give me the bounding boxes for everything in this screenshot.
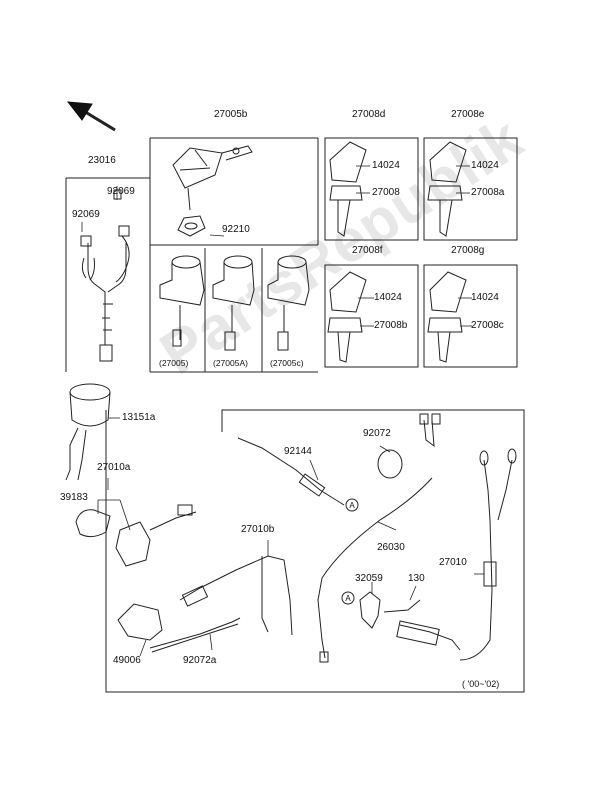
cap-13151a [66, 384, 110, 480]
label-92072: 92072 [363, 428, 391, 439]
model-year-note: ( '00~'02) [462, 679, 500, 689]
label-49006: 49006 [113, 655, 141, 666]
label-13151a: 13151a [122, 412, 156, 423]
label-27008b: 27008b [374, 320, 408, 331]
callout-letter-1: A [349, 501, 355, 510]
label-14024-g: 14024 [471, 292, 499, 303]
label-27008d: 27008d [352, 109, 386, 120]
label-27010: 27010 [439, 557, 467, 568]
label-14024-f: 14024 [374, 292, 402, 303]
label-14024-e: 14024 [471, 160, 499, 171]
label-92144: 92144 [284, 446, 312, 457]
cable-26030 [318, 478, 432, 662]
label-27005-variant: (27005) [159, 358, 189, 368]
leader-lines [82, 166, 484, 656]
key-27008g [428, 272, 466, 362]
key-27008e [428, 142, 466, 236]
label-39183: 39183 [60, 492, 88, 503]
panel-harness-border [66, 178, 150, 372]
clamp-39183 [76, 510, 110, 537]
tie-92072a [150, 618, 240, 652]
switch-body-27005c [268, 256, 309, 350]
label-27005b: 27005b [214, 109, 248, 120]
panel-main-border [106, 410, 524, 692]
callout-letter-2: A [345, 594, 351, 603]
clamp-92072 [378, 414, 440, 478]
key-27008d [330, 142, 366, 236]
label-23016: 23016 [88, 155, 116, 166]
panel-key-e-border [424, 138, 517, 240]
cable-27010b [180, 556, 292, 635]
label-26030: 26030 [377, 542, 405, 553]
label-14024-d: 14024 [372, 160, 400, 171]
label-27008c: 27008c [471, 320, 504, 331]
switch-27010a [116, 505, 196, 566]
label-27008a: 27008a [471, 187, 505, 198]
panel-key-f-border [325, 265, 418, 367]
panel-ignition-border [150, 138, 318, 372]
harness-23016 [81, 190, 129, 361]
callout-marker-1 [346, 499, 358, 511]
label-92069-upper: 92069 [107, 186, 135, 197]
connector-32059 [360, 592, 420, 628]
callout-marker-2 [342, 592, 354, 604]
label-92210: 92210 [222, 224, 250, 235]
bracket-49006 [118, 604, 162, 640]
label-92069-lower: 92069 [72, 209, 100, 220]
label-92072a: 92072a [183, 655, 217, 666]
label-130: 130 [408, 573, 425, 584]
ignition-switch-27005b [173, 146, 252, 236]
switch-body-27005 [160, 256, 204, 346]
direction-arrow-icon [68, 102, 115, 130]
label-32059: 32059 [355, 573, 383, 584]
switch-body-27005A [213, 256, 254, 350]
panel-key-g-border [424, 265, 517, 367]
label-27010a: 27010a [97, 462, 131, 473]
label-27008e: 27008e [451, 109, 485, 120]
label-27010b: 27010b [241, 524, 275, 535]
cable-27010 [397, 449, 516, 660]
key-27008f [328, 272, 366, 362]
label-27005c-variant: (27005c) [270, 358, 304, 368]
label-27008f: 27008f [352, 245, 383, 256]
label-27005A-variant: (27005A) [213, 358, 248, 368]
cable-92144 [238, 438, 344, 505]
label-27008: 27008 [372, 187, 400, 198]
panel-key-d-border [325, 138, 418, 240]
label-27008g: 27008g [451, 245, 485, 256]
